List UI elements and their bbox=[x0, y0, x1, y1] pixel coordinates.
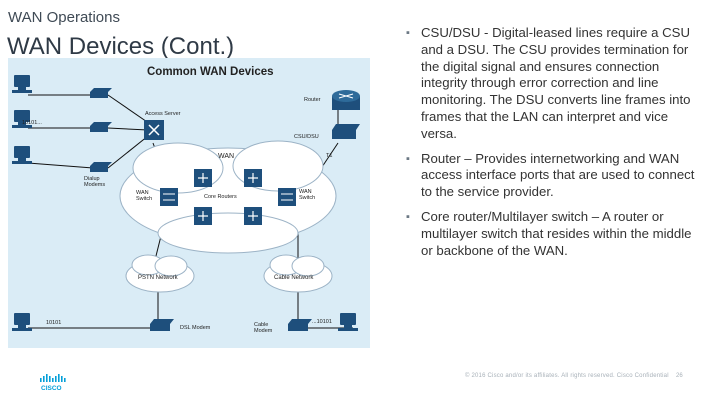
bits-label: ...10101 bbox=[312, 319, 332, 325]
wan-switch-icon bbox=[278, 188, 296, 206]
bits-label: 10101 bbox=[46, 320, 61, 326]
pstn-cloud bbox=[125, 254, 195, 293]
pc-icon bbox=[12, 75, 32, 93]
bullet-core-router: ▪Core router/Multilayer switch – A route… bbox=[406, 208, 692, 258]
bullet-router: ▪Router – Provides internetworking and W… bbox=[406, 150, 695, 200]
svg-text:CISCO: CISCO bbox=[41, 385, 62, 392]
wan-switch-icon bbox=[160, 188, 178, 206]
core-router-icon bbox=[244, 169, 262, 187]
page-number: 26 bbox=[676, 373, 683, 379]
core-router-icon bbox=[194, 207, 212, 225]
pc-icon bbox=[12, 146, 32, 164]
router-icon bbox=[332, 90, 360, 110]
cisco-logo: CISCO bbox=[40, 374, 66, 392]
core-router-icon bbox=[194, 169, 212, 187]
pc-icon bbox=[338, 313, 358, 331]
dsl-modem-icon bbox=[150, 319, 174, 331]
core-routers-label: Core Routers bbox=[204, 194, 237, 200]
router-label: Router bbox=[304, 97, 321, 103]
wan-devices-diagram: Common WAN Devices WAN bbox=[8, 58, 370, 348]
t1-label: T1 bbox=[326, 153, 332, 159]
pstn-label: PSTN Network bbox=[138, 275, 179, 281]
bits-label: 10101... bbox=[22, 120, 42, 126]
cable-network-label: Cable Network bbox=[274, 275, 314, 281]
modem-icon bbox=[90, 122, 112, 132]
modem-icon bbox=[90, 88, 112, 98]
cable-cloud bbox=[263, 254, 333, 293]
pc-icon bbox=[12, 313, 32, 331]
access-server-icon bbox=[144, 120, 164, 140]
bullet-csu-dsu: ▪CSU/DSU - Digital-leased lines require … bbox=[406, 25, 691, 141]
pc-icon bbox=[12, 110, 32, 128]
dsl-modem-label: DSL Modem bbox=[180, 325, 211, 331]
section-label: WAN Operations bbox=[8, 9, 120, 26]
slide-title: WAN Devices (Cont.) bbox=[7, 33, 235, 60]
csu-dsu-label: CSU/DSU bbox=[294, 134, 319, 140]
copyright-footer: © 2016 Cisco and/or its affiliates. All … bbox=[465, 373, 669, 379]
bullet-list: ▪CSU/DSU - Digital-leased lines require … bbox=[406, 25, 696, 267]
csu-dsu-icon bbox=[332, 124, 360, 139]
diagram-title: Common WAN Devices bbox=[147, 66, 274, 78]
core-router-icon bbox=[244, 207, 262, 225]
modem-icon bbox=[90, 162, 112, 172]
wan-label: WAN bbox=[218, 153, 234, 160]
access-server-label: Access Server bbox=[145, 111, 181, 117]
cable-modem-icon bbox=[288, 319, 312, 331]
